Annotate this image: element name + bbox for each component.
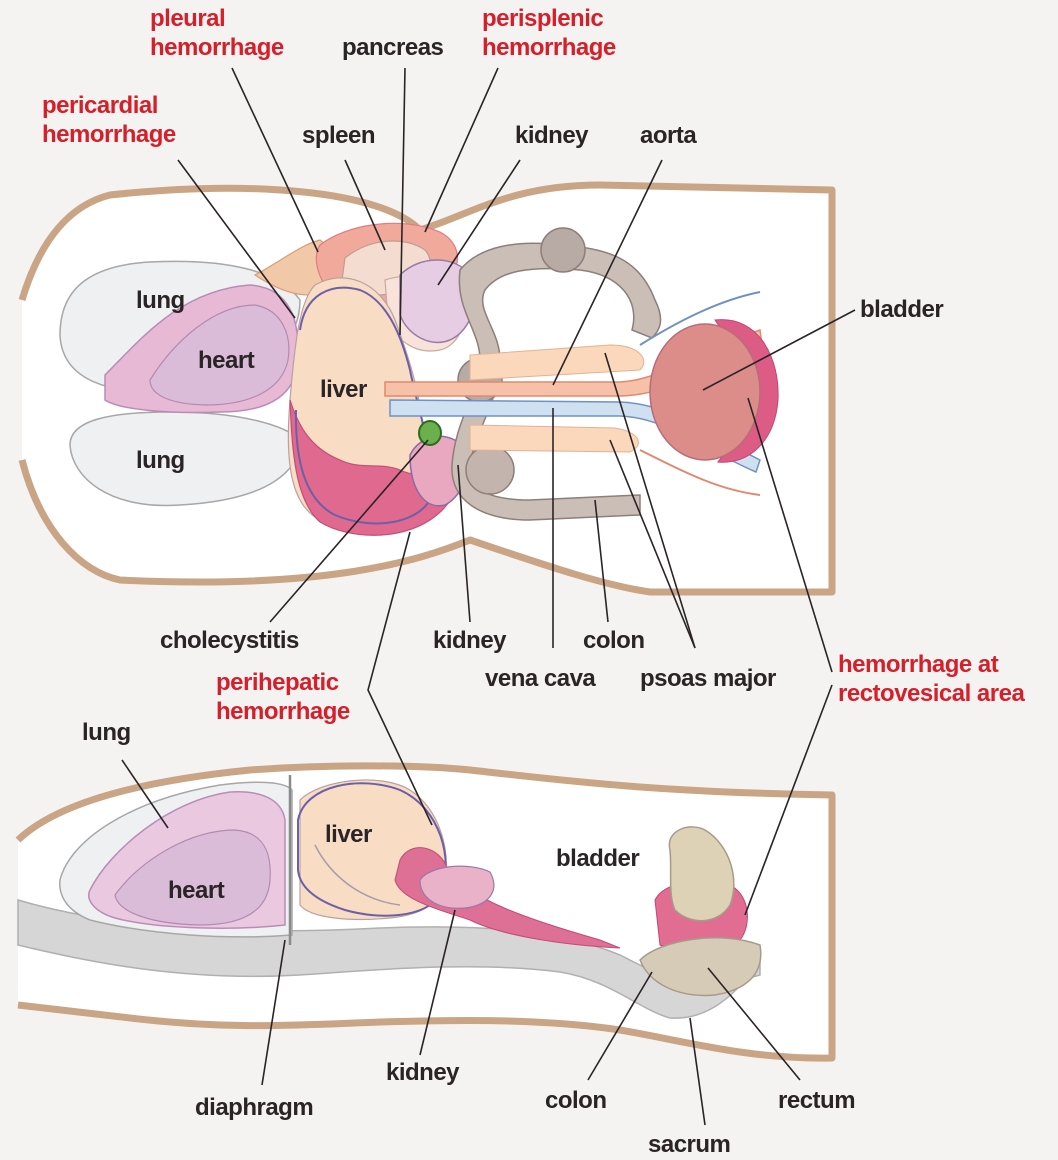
label-lung-bottom: lung [82, 719, 131, 746]
label-perihepatic-hemorrhage-line2: hemorrhage [216, 698, 350, 725]
label-vena-cava: vena cava [485, 665, 596, 692]
label-liver-bottom: liver [325, 821, 372, 848]
label-kidney-mid: kidney [433, 627, 507, 654]
label-perisplenic-hemorrhage-line1: perisplenic [482, 5, 603, 32]
label-pancreas: pancreas [342, 34, 444, 61]
label-rectovesical-hemorrhage-line1: hemorrhage at [838, 651, 999, 678]
label-lung-top-lower: lung [136, 447, 185, 474]
label-liver-top: liver [320, 376, 367, 403]
label-pleural-hemorrhage-line1: pleural [150, 5, 225, 32]
label-heart-bottom: heart [168, 877, 225, 904]
label-heart-top: heart [198, 347, 255, 374]
label-psoas-major: psoas major [640, 665, 776, 692]
top-colon-bulge-upper [541, 228, 585, 272]
top-view [22, 185, 832, 592]
label-colon-mid: colon [583, 627, 645, 654]
label-diaphragm: diaphragm [195, 1094, 313, 1121]
label-bladder-bottom: bladder [556, 845, 639, 872]
label-cholecystitis: cholecystitis [160, 627, 299, 654]
label-bladder-top: bladder [860, 296, 943, 323]
label-aorta: aorta [640, 122, 697, 149]
top-bladder [650, 324, 760, 460]
label-kidney-top: kidney [515, 122, 589, 149]
label-kidney-bottom: kidney [386, 1059, 460, 1086]
label-pericardial-hemorrhage-line2: hemorrhage [42, 121, 176, 148]
label-rectovesical-hemorrhage-line2: rectovesical area [838, 680, 1025, 707]
label-sacrum: sacrum [648, 1131, 730, 1158]
label-rectum: rectum [778, 1087, 855, 1114]
label-pleural-hemorrhage-line2: hemorrhage [150, 34, 284, 61]
top-gallbladder [419, 421, 441, 445]
label-perisplenic-hemorrhage-line2: hemorrhage [482, 34, 616, 61]
label-colon-bottom: colon [545, 1087, 607, 1114]
top-colon-bulge-lower [466, 446, 514, 494]
label-spleen: spleen [302, 122, 375, 149]
label-lung-top-upper: lung [136, 287, 185, 314]
label-pericardial-hemorrhage-line1: pericardial [42, 92, 158, 119]
label-perihepatic-hemorrhage-line1: perihepatic [216, 669, 339, 696]
